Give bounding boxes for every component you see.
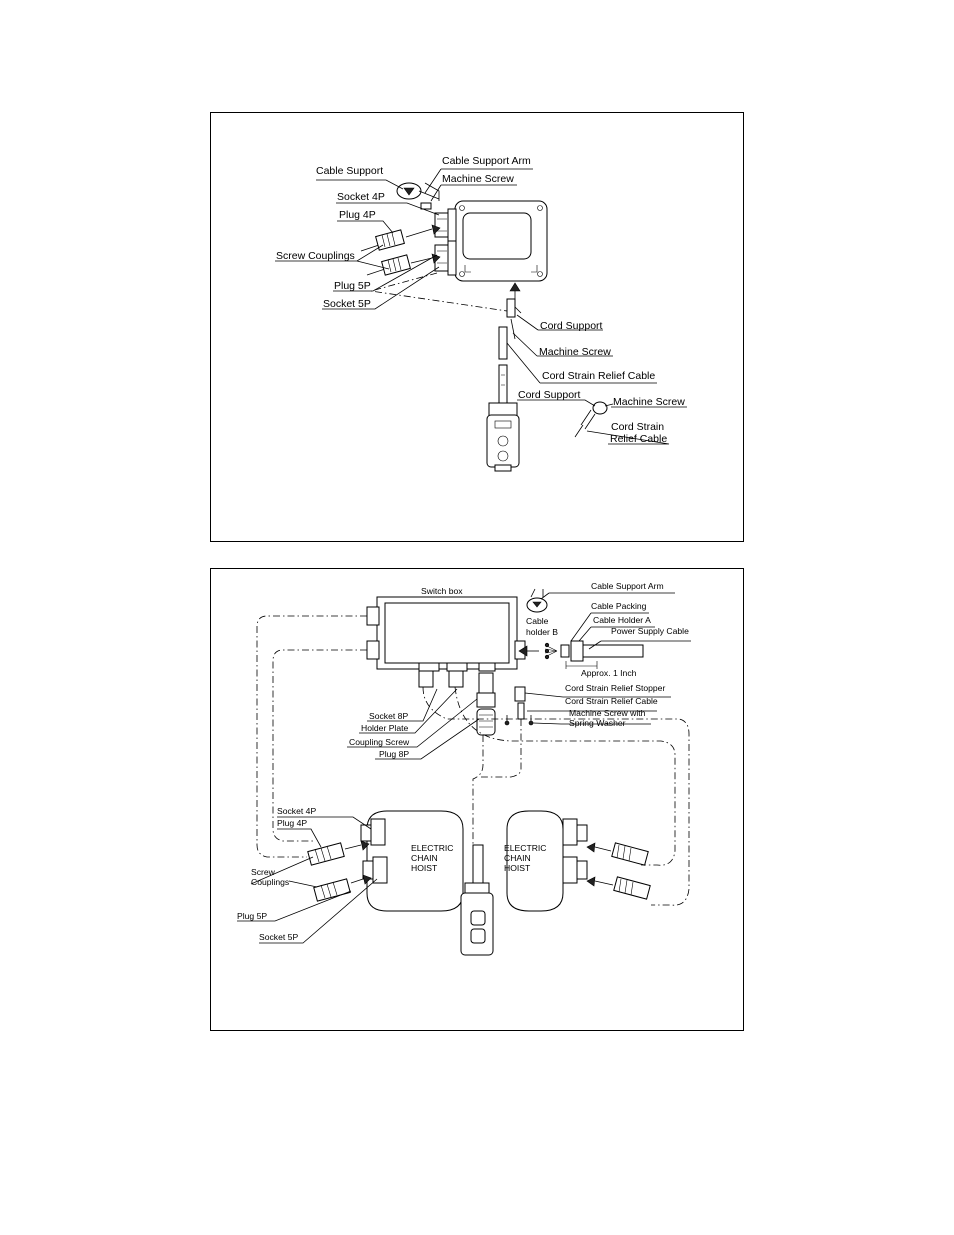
cord-strain-relief-stopper-part: [504, 686, 534, 726]
label-screw-couplings-line1: Screw: [251, 867, 276, 877]
switch-box-part: [366, 596, 526, 688]
label-coupling-screw: Coupling Screw: [349, 737, 410, 747]
label-socket-8p: Socket 8P: [369, 711, 408, 721]
label-socket-5p: Socket 5P: [259, 932, 298, 942]
label-cord-strain-relief-cable-1: Cord Strain Relief Cable: [542, 370, 655, 382]
label-approx-1-inch: Approx. 1 Inch: [581, 668, 637, 678]
label-plug-4p: Plug 4P: [339, 209, 376, 221]
label-plug-8p: Plug 8P: [379, 749, 409, 759]
cord-support-part: [498, 298, 522, 406]
label-holder-plate: Holder Plate: [361, 723, 409, 733]
label-socket-4p: Socket 4P: [337, 191, 385, 203]
right-plug-5p-part: [586, 876, 651, 900]
label-socket-4p: Socket 4P: [277, 806, 316, 816]
socket-8p-part: [476, 672, 496, 736]
right-plug-4p-part: [586, 842, 649, 866]
plug-4p-part: [360, 224, 441, 252]
label-plug-5p: Plug 5P: [334, 280, 371, 292]
label-plug-5p: Plug 5P: [237, 911, 267, 921]
label-hoist-left-line2: CHAIN: [411, 853, 438, 863]
switch-box: [454, 200, 548, 282]
label-hoist-right-line3: HOIST: [504, 863, 531, 873]
label-cable-support-arm: Cable Support Arm: [591, 581, 664, 591]
plug-5p-part: [366, 253, 441, 276]
label-hoist-left-line3: HOIST: [411, 863, 438, 873]
cord-support-detail: [574, 401, 614, 438]
label-power-supply-cable: Power Supply Cable: [611, 626, 689, 636]
label-machine-screw-2: Machine Screw: [539, 346, 611, 358]
bottom-diagram: Switch box Cable Support Arm Cable Packi…: [237, 581, 691, 956]
label-screw-couplings: Screw Couplings: [276, 250, 355, 262]
left-plug-5p-part: [313, 874, 372, 902]
label-machine-screw-3: Machine Screw: [613, 396, 685, 408]
label-cord-strain-line2: Relief Cable: [610, 433, 667, 445]
label-hoist-right-line2: CHAIN: [504, 853, 531, 863]
cable-support-arm-part: [526, 588, 548, 613]
label-screw-couplings-line2: Couplings: [251, 877, 289, 887]
label-cord-strain-line1: Cord Strain: [611, 421, 664, 433]
label-cord-strain-relief-cable: Cord Strain Relief Cable: [565, 696, 658, 706]
label-switch-box: Switch box: [421, 586, 463, 596]
right-hoist-part: [506, 810, 588, 912]
label-cable-support-arm: Cable Support Arm: [442, 155, 531, 167]
label-cord-support-2: Cord Support: [518, 389, 581, 401]
label-cable-holder-a: Cable Holder A: [593, 615, 651, 625]
label-socket-5p: Socket 5P: [323, 298, 371, 310]
socket-4p-part: [434, 208, 457, 242]
label-cable-support: Cable Support: [316, 165, 383, 177]
pendant-part: [486, 402, 520, 472]
label-cable-holder-b-line2: holder B: [526, 627, 558, 637]
label-machine-screw-line1: Machine Screw with: [569, 708, 646, 718]
left-plug-4p-part: [307, 840, 370, 866]
label-cord-support-1: Cord Support: [540, 320, 603, 332]
pendant-part: [460, 844, 494, 956]
bottom-diagram-panel: Switch box Cable Support Arm Cable Packi…: [210, 568, 744, 1031]
label-machine-screw-1: Machine Screw: [442, 173, 514, 185]
top-diagram: Cable Support Cable Support Arm Machine …: [275, 155, 687, 472]
label-hoist-left-line1: ELECTRIC: [411, 843, 454, 853]
label-cable-packing: Cable Packing: [591, 601, 647, 611]
label-machine-screw-line2: Spring Washer: [569, 718, 626, 728]
top-diagram-panel: Cable Support Cable Support Arm Machine …: [210, 112, 744, 542]
power-supply-cable-part: [518, 640, 644, 669]
cable-support-part: [396, 182, 440, 210]
label-hoist-right-line1: ELECTRIC: [504, 843, 547, 853]
label-cord-strain-relief-stopper: Cord Strain Relief Stopper: [565, 683, 665, 693]
label-plug-4p: Plug 4P: [277, 818, 307, 828]
left-hoist-part: [360, 810, 464, 912]
label-cable-holder-b-line1: Cable: [526, 616, 549, 626]
